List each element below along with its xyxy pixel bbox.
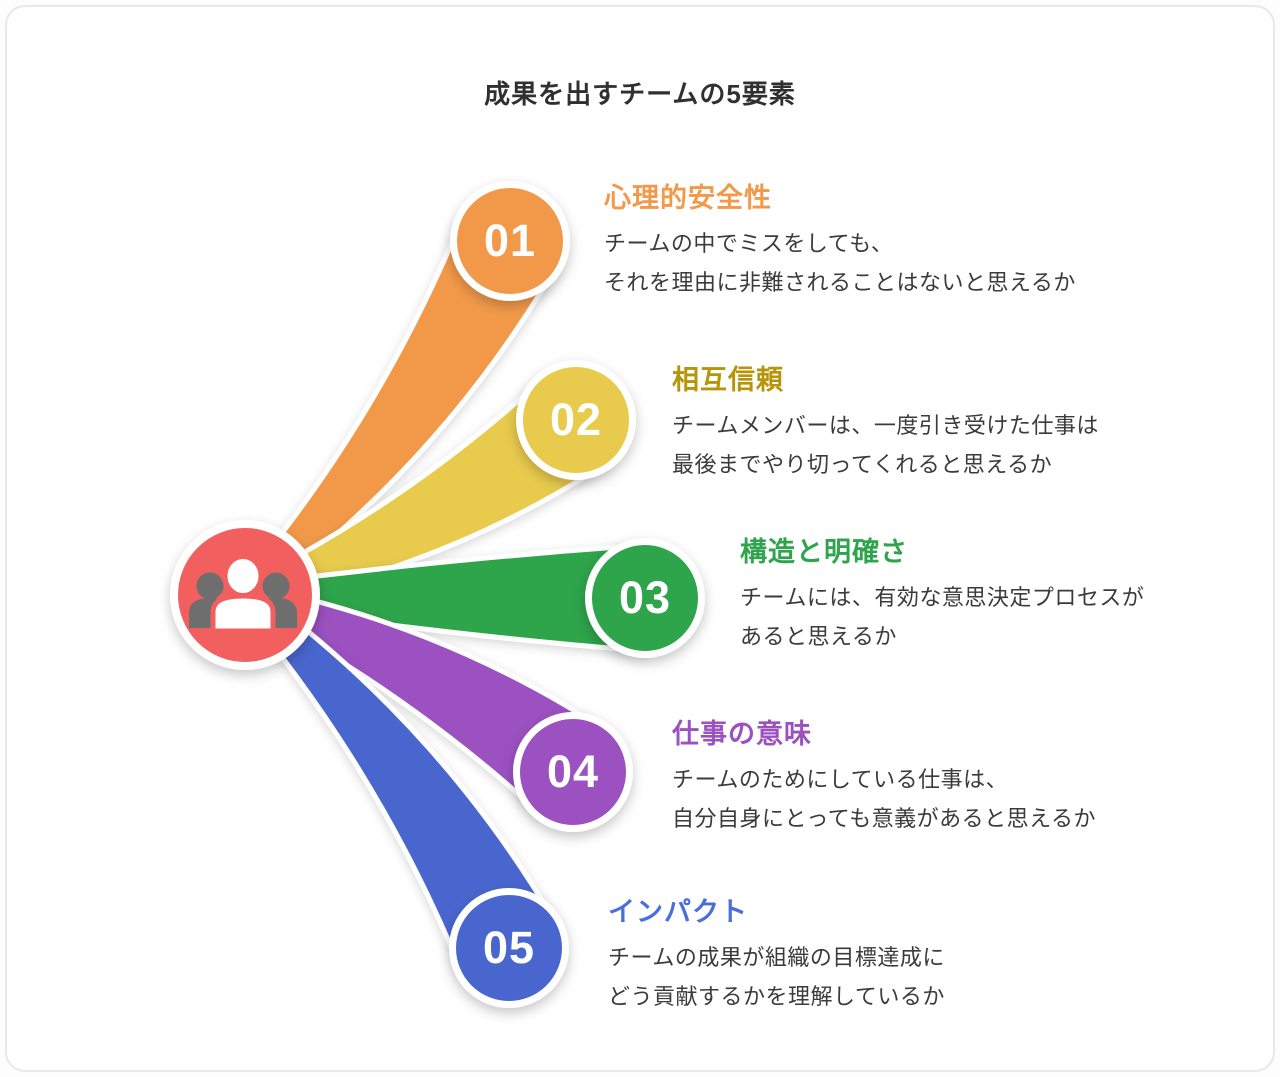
circle-step-3 [585,538,705,658]
item-block-3: 構造と明確さ チームには、有効な意思決定プロセスが あると思えるか [740,537,1144,656]
fan-diagram [170,181,705,1008]
item-desc-3-line-1: チームには、有効な意思決定プロセスが [740,585,1145,610]
item-desc-1-line-1: チームの中でミスをしても、 [604,231,894,256]
item-desc-4-line-2: 自分自身にとっても意義があると思えるか [672,806,1096,831]
page-title: 成果を出すチームの5要素 [484,79,796,109]
item-desc-2-line-1: チームメンバーは、一度引き受けた仕事は [672,413,1099,438]
item-desc-2-line-2: 最後までやり切ってくれると思えるか [672,452,1053,477]
circle-step-1 [450,181,570,301]
item-desc-1-line-2: それを理由に非難されることはないと思えるか [604,270,1076,295]
diagram-stage: 成果を出すチームの5要素 01 02 03 04 05 心理的安全性 チームの中… [7,7,1273,1070]
item-desc-5: チームの成果が組織の目標達成に どう貢献するかを理解しているか [608,938,945,1016]
item-desc-4-line-1: チームのためにしている仕事は、 [672,767,1009,792]
person-center [210,554,276,634]
item-heading-4: 仕事の意味 [672,719,812,749]
circle-step-2 [516,360,636,480]
item-desc-5-line-1: チームの成果が組織の目標達成に [608,945,945,970]
item-heading-5: インパクト [608,897,748,927]
people-icon [189,554,297,634]
item-block-5: インパクト チームの成果が組織の目標達成に どう貢献するかを理解しているか [608,897,945,1016]
item-desc-3: チームには、有効な意思決定プロセスが あると思えるか [740,578,1144,656]
item-block-4: 仕事の意味 チームのためにしている仕事は、 自分自身にとっても意義があると思える… [672,719,1096,838]
item-desc-1: チームの中でミスをしても、 それを理由に非難されることはないと思えるか [604,224,1076,302]
item-desc-5-line-2: どう貢献するかを理解しているか [608,984,945,1009]
circle-step-5 [449,888,569,1008]
circle-step-4 [513,712,633,832]
item-desc-3-line-2: あると思えるか [740,624,897,649]
item-heading-2: 相互信頼 [672,365,784,395]
infographic-card: 成果を出すチームの5要素 01 02 03 04 05 心理的安全性 チームの中… [5,5,1275,1072]
item-heading-3: 構造と明確さ [740,537,908,567]
item-block-2: 相互信頼 チームメンバーは、一度引き受けた仕事は 最後までやり切ってくれると思え… [672,365,1099,484]
item-heading-1: 心理的安全性 [604,183,772,213]
item-desc-2: チームメンバーは、一度引き受けた仕事は 最後までやり切ってくれると思えるか [672,406,1099,484]
petal-group [234,214,648,975]
item-desc-4: チームのためにしている仕事は、 自分自身にとっても意義があると思えるか [672,760,1096,838]
item-block-1: 心理的安全性 チームの中でミスをしても、 それを理由に非難されることはないと思え… [604,183,1076,302]
